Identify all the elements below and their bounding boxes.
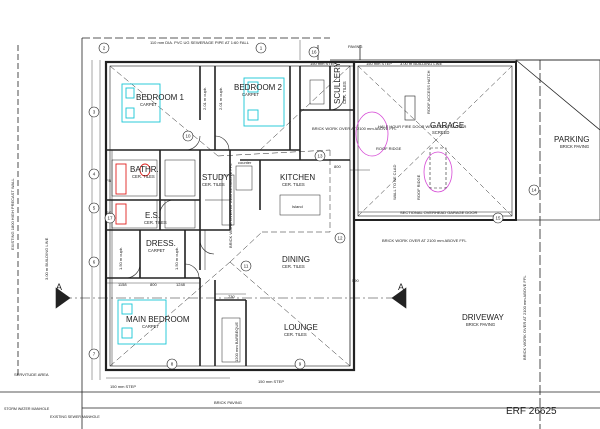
marker-label: 2 [103, 46, 106, 51]
note-step-bottom-2: 150 mm STEP [258, 379, 284, 384]
room-bedroom2-finish: CARPET [242, 92, 259, 97]
room-parking-finish: BRICK PAVING [560, 144, 589, 149]
note-step-bottom: 150 mm STEP [110, 384, 136, 389]
room-kitchen-finish: CER. TILES [282, 182, 305, 187]
room-bathr-finish: CER. TILES [132, 174, 155, 179]
room-bedroom1-finish: CARPET [140, 102, 157, 107]
marker-label: 7 [93, 352, 96, 357]
revision-clouds [355, 111, 453, 193]
note-brick-paving-bottom: BRICK PAVING [214, 400, 242, 405]
marker-label: 13 [317, 154, 323, 159]
note-cupb-4: 1.50 m cupb. [174, 247, 179, 270]
marker-label: 6 [93, 260, 96, 265]
note-storm-water: STORM WATER MANHOLE [4, 407, 50, 411]
marker-label: 16 [311, 50, 317, 55]
note-step-top-2: 150 mm STEP [366, 61, 392, 66]
note-cupb-2: 2.01 m cupb. [218, 87, 223, 110]
note-barbeque: 1200 mm BARBEQUE [234, 322, 239, 362]
label-sc: SC [106, 210, 112, 215]
note-brick-work-1: BRICK WORK OVER AT 2100 mm ABOVE FFL [312, 126, 397, 131]
note-building-line-left: 3.00 m BUILDING LINE [44, 237, 49, 280]
thin-lines [111, 65, 354, 366]
room-bedroom1-name: BEDROOM 1 [136, 93, 185, 102]
room-parking-name: PARKING [554, 135, 589, 144]
note-roof-ridge: ROOF RIDGE [376, 146, 402, 151]
room-dining-name: DINING [282, 255, 310, 264]
marker-label: 15 [495, 216, 501, 221]
marker-label: 17 [107, 216, 113, 221]
note-cupb-1: 2.01 m cupb. [202, 87, 207, 110]
annotations: 110 mm DIA. PVC UG SEWERAGE PIPE AT 1:60… [4, 40, 557, 419]
room-study-finish: CER. TILES [202, 182, 225, 187]
dim-1248: 1248 [176, 282, 186, 287]
label-fb: FB [106, 178, 111, 183]
dim-800: 800 [150, 282, 157, 287]
grid-markers [88, 42, 540, 370]
room-garage-finish: SCREED [432, 130, 449, 135]
note-existing-wall: EXISTING 1800 HIGH PRECAST WALL [10, 178, 15, 250]
note-ground-drain: EXISTING SEWER MANHOLE [50, 415, 100, 419]
marker-label: 9 [299, 362, 302, 367]
room-lounge-finish: CER. TILES [284, 332, 307, 337]
section-label-a-right: A [398, 282, 404, 292]
label-counter: counter [238, 160, 252, 165]
note-erf: ERF 26625 [506, 406, 557, 417]
room-driveway-finish: BRICK PAVING [466, 322, 495, 327]
dim-800b: 800 [334, 164, 341, 169]
note-fire-door: HALF HOUR FIRE DOOR WITH DOOR CLOSER [378, 124, 467, 129]
note-sewer-pipe: 110 mm DIA. PVC UG SEWERAGE PIPE AT 1:60… [150, 40, 250, 45]
note-brick-work-4: BRICK WORK OVER AT 2100 mm ABOVE FFL [522, 275, 527, 360]
note-roof-ridge-2: ROOF RIDGE [416, 174, 421, 200]
door-swings [125, 95, 345, 279]
room-bedroom2-name: BEDROOM 2 [234, 83, 283, 92]
marker-label: 3 [93, 110, 96, 115]
section-line [55, 287, 407, 309]
room-dress-finish: CARPET [148, 248, 165, 253]
roof-hip-lines [109, 65, 351, 367]
note-cupb-3: 1.50 m cupb. [118, 247, 123, 270]
room-main-bedroom-finish: CARPET [142, 324, 159, 329]
room-labels: BEDROOM 1 CARPET BEDROOM 2 CARPET BATHR.… [126, 61, 589, 337]
room-dress-name: DRESS. [146, 239, 176, 248]
dim-1158: 1158 [118, 282, 127, 287]
note-wall-wrap: WALL TO BE CLAD [392, 165, 397, 200]
marker-label: 14 [531, 188, 537, 193]
note-roof-hatch: ROOF ACCESS HATCH [426, 70, 431, 114]
marker-label: 10 [185, 134, 191, 139]
dim-730: 730 [228, 294, 235, 299]
marker-label: 11 [244, 264, 249, 269]
marker-label: 4 [93, 172, 96, 177]
note-step-top: 150 mm STEP [310, 61, 336, 66]
room-scullery-name: SCULLERY [333, 61, 342, 104]
room-driveway-name: DRIVEWAY [462, 313, 504, 322]
room-ens-finish: CER. TILES [144, 220, 167, 225]
sanitary-fixtures [115, 163, 151, 225]
garage-fixtures [358, 95, 512, 213]
room-kitchen-name: KITCHEN [280, 173, 315, 182]
note-island: Island [292, 204, 303, 209]
dim-590: 590 [352, 278, 359, 283]
note-building-line-right: 3.00 m BUILDING LINE [400, 61, 443, 66]
marker-label: 8 [171, 362, 174, 367]
grid-marker-labels: 1 2 3 4 5 6 7 8 9 10 11 12 13 14 15 16 1… [93, 46, 537, 367]
room-ens-name: E.S. [145, 211, 160, 220]
room-bathr-name: BATHR. [130, 165, 159, 174]
room-lounge-name: LOUNGE [284, 323, 318, 332]
note-paving-top: PAVING [348, 44, 363, 49]
room-scullery-finish: CER. TILES [342, 81, 347, 104]
note-brick-work-2: BRICK WORK OVER AT 2100 mm ABOVE FFL [382, 238, 467, 243]
room-study-name: STUDY [202, 173, 230, 182]
marker-label: 1 [260, 46, 263, 51]
marker-label: 5 [93, 206, 96, 211]
room-main-bedroom-name: MAIN BEDROOM [126, 315, 190, 324]
note-garage-door: SECTIONAL OVERHEAD GARAGE DOOR [400, 210, 478, 215]
beds [117, 77, 285, 345]
room-garage-name: GARAGE [430, 121, 464, 130]
note-brick-work-3: BRICK WORK OVER AT 2100 mm ABOVE FFL [228, 163, 233, 248]
note-servitude: SERVITUDE AREA [14, 372, 49, 377]
section-label-a-left: A [56, 282, 62, 292]
marker-label: 12 [337, 236, 343, 241]
room-dining-finish: CER. TILES [282, 264, 305, 269]
